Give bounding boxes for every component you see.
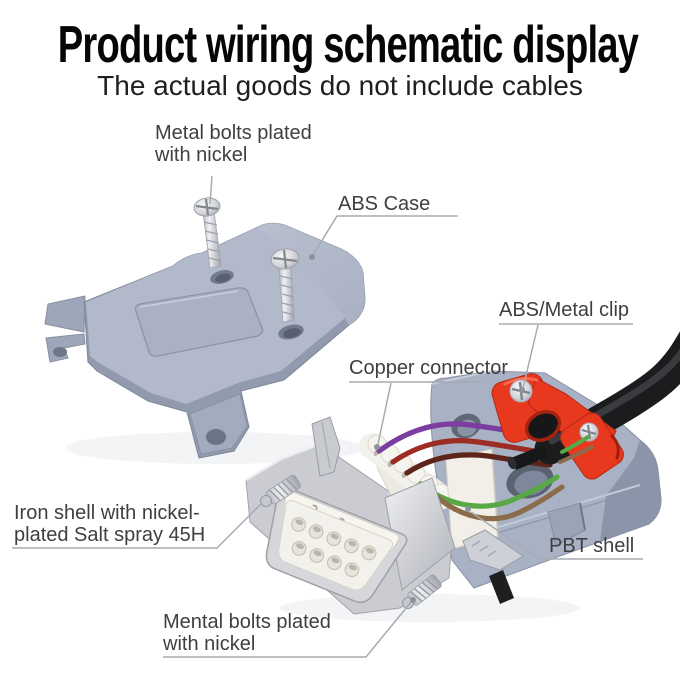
label-pbt-shell: PBT shell <box>549 535 635 557</box>
leader-copper-connector <box>349 381 484 445</box>
label-line: Mental bolts plated <box>163 611 331 633</box>
wire-stubs-through-clip <box>558 435 594 464</box>
wires <box>376 421 565 522</box>
leader-iron-shell <box>12 502 263 549</box>
leader-lines <box>12 175 643 658</box>
wire-dark-red <box>390 438 549 465</box>
cable-end-under-clip <box>511 445 548 470</box>
label-iron-shell: Iron shell with nickel- plated Salt spra… <box>14 502 205 546</box>
label-line: Iron shell with nickel- <box>14 502 200 524</box>
case-side-ear-tabs <box>44 295 86 363</box>
db9-connector-assembly <box>245 331 680 615</box>
leader-abs-metal-clip <box>499 323 633 389</box>
socket-hole-shadows <box>295 519 374 571</box>
label-mental-bolts-bottom: Mental bolts plated with nickel <box>163 611 331 655</box>
label-abs-metal-clip: ABS/Metal clip <box>499 299 630 321</box>
case-screw-hole-right <box>278 324 304 340</box>
case-bottom-tab <box>189 393 248 455</box>
page-title: Product wiring schematic display <box>57 15 639 74</box>
label-line: Metal bolts plated <box>155 122 312 144</box>
leader-mental-bolts-bottom <box>163 601 412 658</box>
abs-metal-clip-part <box>491 373 624 480</box>
bottom-shell-foot-tab <box>547 502 586 547</box>
flange-edge-highlight <box>245 442 321 482</box>
latch-black-lever <box>489 570 514 604</box>
latch-hardware <box>462 529 524 604</box>
clip-screw-right <box>579 422 599 442</box>
leader-dots <box>309 254 525 603</box>
label-metal-bolts-top: Metal bolts plated with nickel <box>155 122 312 166</box>
case-top-sheen <box>258 223 365 325</box>
label-line: with nickel <box>163 633 256 655</box>
wire-green <box>418 474 560 509</box>
page-subtitle: The actual goods do not include cables <box>97 70 583 101</box>
label-abs-case: ABS Case <box>338 193 431 215</box>
jackscrew-bolt-top <box>260 474 302 507</box>
leader-pbt-shell <box>470 511 643 560</box>
case-recessed-panel <box>134 287 264 357</box>
leader-metal-bolts-top <box>209 175 213 205</box>
label-line: with nickel <box>155 144 248 166</box>
dsub-face <box>265 486 408 604</box>
clip-arch-opening <box>528 413 558 439</box>
bottom-shell-right-wall <box>600 440 662 542</box>
pbt-shell-body <box>445 448 499 550</box>
label-copper-connector: Copper connector <box>349 357 508 379</box>
abs-case <box>44 197 366 459</box>
leader-abs-case <box>312 215 458 256</box>
case-screw-hole-left <box>210 270 234 284</box>
wire-brown <box>432 484 565 522</box>
label-line: plated Salt spray 45H <box>14 524 206 546</box>
case-screw-left <box>193 197 222 269</box>
case-screw-right <box>270 248 300 323</box>
